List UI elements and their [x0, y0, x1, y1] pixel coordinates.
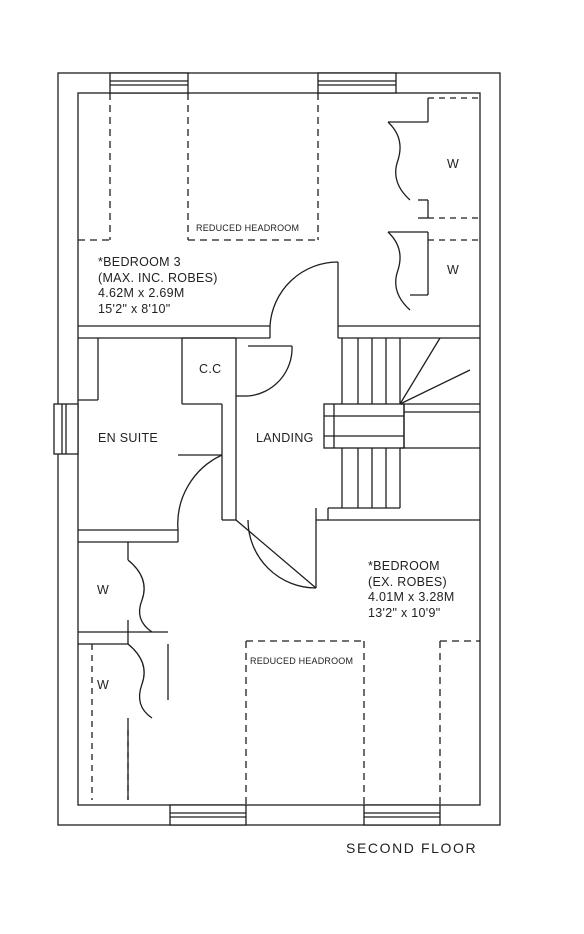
interior-walls: [78, 325, 480, 588]
en-suite-label: EN SUITE: [98, 431, 159, 445]
bedroom3-size-ft: 15'2" x 8'10": [98, 301, 171, 316]
bedroom-size-ft: 13'2" x 10'9": [368, 605, 441, 620]
wardrobe-top-lower: [387, 217, 480, 311]
floor-title: SECOND FLOOR: [346, 840, 478, 856]
bedroom-note: (EX. ROBES): [368, 574, 448, 589]
door-bedroom3: [269, 261, 339, 327]
door-bedroom: [235, 519, 317, 589]
reduced-headroom-bottom: [245, 640, 480, 805]
wardrobe-label-left-lower: W: [97, 678, 110, 692]
wardrobe-label-top-upper: W: [447, 157, 460, 171]
outer-wall: [57, 72, 501, 826]
staircase: [323, 337, 480, 509]
reduced-headroom-label-bottom: REDUCED HEADROOM: [250, 656, 354, 666]
window-top-right: [317, 72, 397, 94]
reduced-headroom-top: [78, 93, 319, 241]
wardrobe-left-lower: [91, 643, 169, 800]
wardrobe-label-top-lower: W: [447, 263, 460, 277]
window-bottom-right: [363, 804, 441, 826]
bedroom-name: *BEDROOM: [368, 559, 440, 573]
door-cc: [247, 345, 293, 397]
cupboard-label: C.C: [199, 362, 222, 376]
window-top-left: [109, 72, 189, 94]
wardrobe-label-left-upper: W: [97, 583, 110, 597]
bedroom3-note: (MAX. INC. ROBES): [98, 270, 218, 285]
window-bottom-left: [169, 804, 247, 826]
window-left-side: [53, 403, 79, 455]
bedroom3-label: *BEDROOM 3 (MAX. INC. ROBES) 4.62M x 2.6…: [98, 255, 218, 317]
bedroom3-size-m: 4.62M x 2.69M: [98, 286, 185, 300]
wardrobe-left-upper: [78, 542, 168, 645]
landing-label: LANDING: [256, 431, 314, 445]
bedroom-label: *BEDROOM (EX. ROBES) 4.01M x 3.28M 13'2"…: [368, 559, 455, 621]
reduced-headroom-label-top: REDUCED HEADROOM: [196, 223, 300, 233]
wardrobe-top-upper: [387, 97, 480, 219]
bedroom3-name: *BEDROOM 3: [98, 255, 181, 269]
door-en-suite: [177, 454, 223, 531]
bedroom-size-m: 4.01M x 3.28M: [368, 590, 455, 604]
